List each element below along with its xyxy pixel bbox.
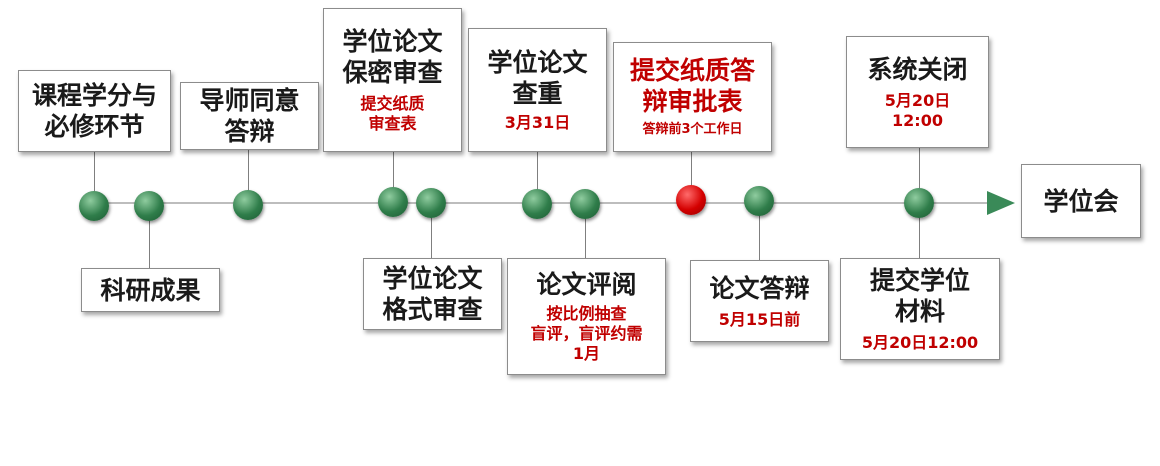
connector-system-close xyxy=(919,148,920,202)
step-review-note: 按比例抽查 盲评，盲评约需 1月 xyxy=(530,304,643,363)
step-research-title: 科研成果 xyxy=(100,275,201,305)
connector-confidential xyxy=(393,152,394,202)
step-format-title: 学位论文 格式审查 xyxy=(382,264,483,324)
step-defense-box: 论文答辩 5月15日前 xyxy=(690,260,829,342)
step-format-box: 学位论文 格式审查 xyxy=(363,258,502,330)
step-approval-form-box: 提交纸质答 辩审批表 答辩前3个工作日 xyxy=(613,42,772,152)
connector-credits xyxy=(94,150,95,206)
connector-advisor xyxy=(248,150,249,206)
milestone-dot-review xyxy=(570,189,600,219)
connector-approval-form xyxy=(691,152,692,202)
milestone-dot-credits xyxy=(79,191,109,221)
step-review-title: 论文评阅 xyxy=(536,270,637,299)
step-system-close-note: 5月20日 12:00 xyxy=(884,90,951,130)
connector-research xyxy=(149,206,150,270)
step-advisor-box: 导师同意 答辩 xyxy=(180,82,319,150)
step-submit-materials-box: 提交学位 材料 5月20日12:00 xyxy=(840,258,1000,360)
step-advisor-title: 导师同意 答辩 xyxy=(199,86,300,146)
step-confidential-note: 提交纸质 审查表 xyxy=(360,94,425,133)
step-approval-form-note: 答辩前3个工作日 xyxy=(642,122,743,137)
milestone-dot-research xyxy=(134,191,164,221)
step-system-close-box: 系统关闭 5月20日 12:00 xyxy=(846,36,989,148)
connector-defense xyxy=(759,204,760,262)
step-defense-title: 论文答辩 xyxy=(709,273,810,303)
milestone-dot-defense xyxy=(744,186,774,216)
step-defense-note: 5月15日前 xyxy=(718,309,801,329)
connector-review xyxy=(585,204,586,260)
step-confidential-title: 学位论文 保密审查 xyxy=(342,27,443,87)
step-credits-title: 课程学分与 必修环节 xyxy=(31,81,157,141)
step-plagiarism-title: 学位论文 查重 xyxy=(487,48,588,108)
milestone-dot-system-close xyxy=(904,188,934,218)
step-degree-council-box: 学位会 xyxy=(1021,164,1141,238)
milestone-dot-format xyxy=(416,188,446,218)
step-submit-materials-note: 5月20日12:00 xyxy=(861,333,979,352)
connector-plagiarism xyxy=(537,152,538,204)
step-credits-box: 课程学分与 必修环节 xyxy=(18,70,171,152)
step-submit-materials-title: 提交学位 材料 xyxy=(869,266,970,326)
timeline-arrowhead xyxy=(987,191,1015,215)
connector-submit-materials xyxy=(919,204,920,260)
step-review-box: 论文评阅 按比例抽查 盲评，盲评约需 1月 xyxy=(507,258,666,375)
step-plagiarism-box: 学位论文 查重 3月31日 xyxy=(468,28,607,152)
milestone-dot-advisor xyxy=(233,190,263,220)
milestone-dot-confidential xyxy=(378,187,408,217)
step-plagiarism-note: 3月31日 xyxy=(504,113,571,132)
step-system-close-title: 系统关闭 xyxy=(867,54,968,84)
step-confidential-box: 学位论文 保密审查 提交纸质 审查表 xyxy=(323,8,462,152)
step-approval-form-title: 提交纸质答 辩审批表 xyxy=(629,56,755,116)
step-research-box: 科研成果 xyxy=(81,268,220,312)
step-degree-council-title: 学位会 xyxy=(1043,186,1119,216)
connector-format xyxy=(431,204,432,260)
milestone-dot-approval-form xyxy=(676,185,706,215)
milestone-dot-plagiarism xyxy=(522,189,552,219)
